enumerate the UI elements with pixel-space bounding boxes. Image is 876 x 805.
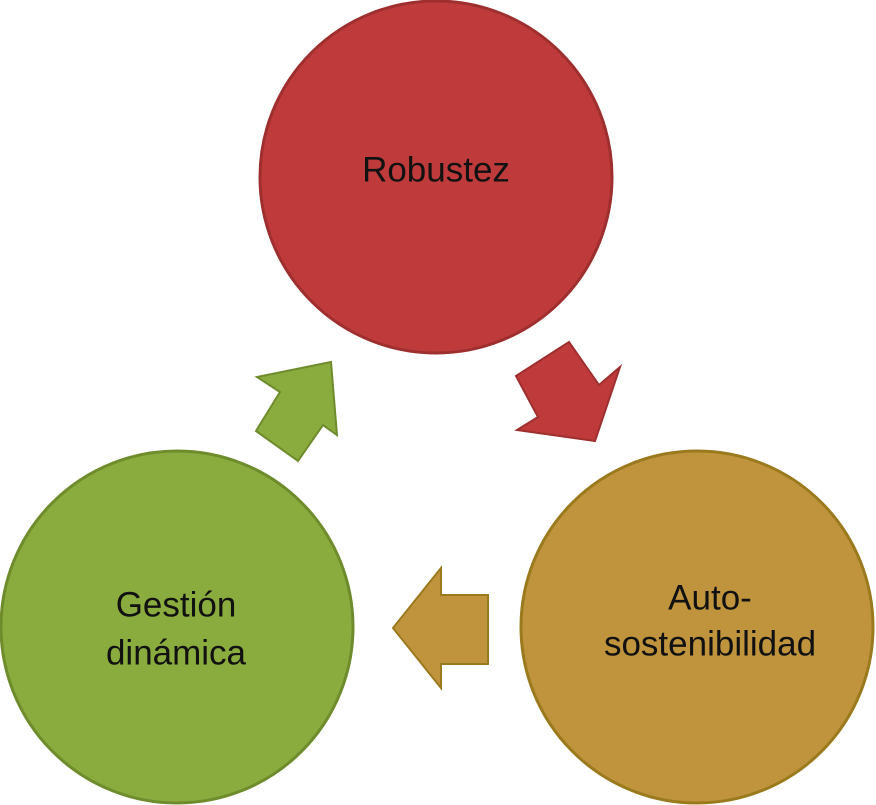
label-auto-line-1: Auto- bbox=[668, 578, 752, 617]
arrow-auto-to-gestion bbox=[391, 565, 489, 691]
node-auto-sostenibilidad bbox=[519, 449, 875, 805]
label-auto-line-2: sostenibilidad bbox=[604, 624, 816, 663]
label-gestion-line-1: Gestión bbox=[116, 585, 237, 624]
label-robustez: Robustez bbox=[362, 150, 510, 189]
arrow-robustez-to-auto bbox=[514, 340, 623, 443]
node-gestion-dinamica bbox=[0, 449, 355, 805]
label-gestion-line-2: dinámica bbox=[106, 633, 247, 672]
arrow-gestion-to-robustez bbox=[254, 360, 339, 463]
node-robustez bbox=[258, 0, 614, 355]
